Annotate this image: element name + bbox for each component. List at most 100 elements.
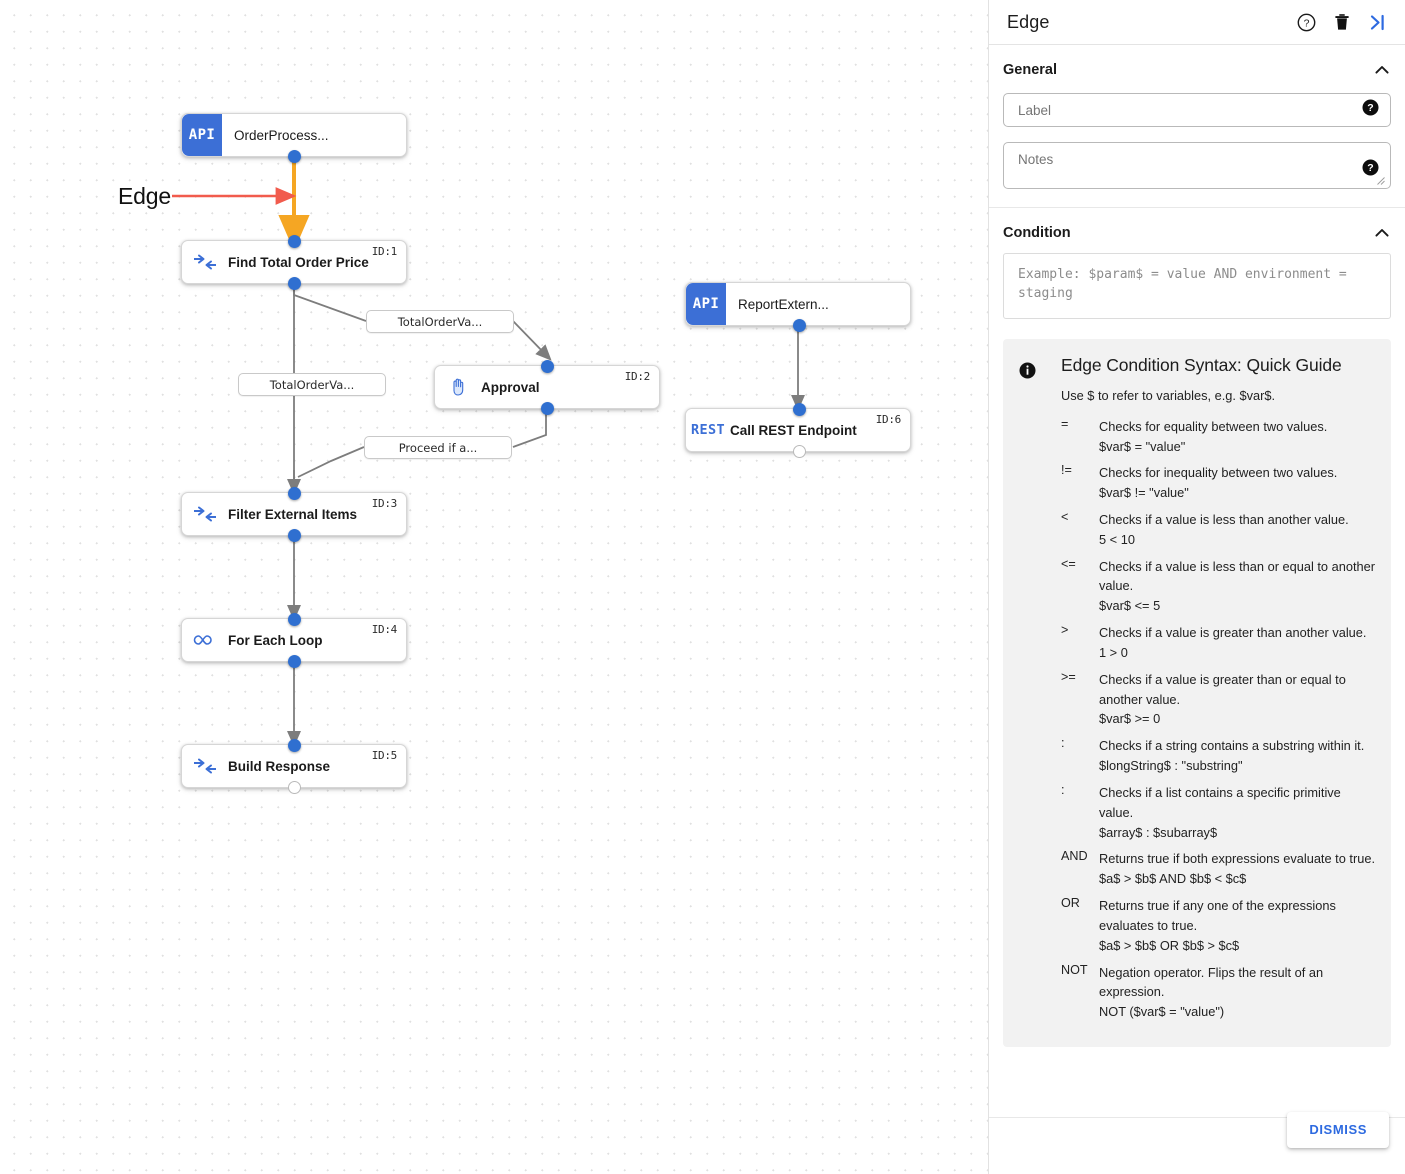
chevron-up-icon[interactable] [1373, 224, 1391, 242]
guide-operator-row: >= Checks if a value is greater than or e… [1061, 670, 1375, 729]
guide-operator-symbol: : [1061, 736, 1065, 751]
section-title: Condition [1003, 225, 1071, 241]
guide-operator-row: : Checks if a list contains a specific pr… [1061, 783, 1375, 842]
guide-operator-symbol: = [1061, 416, 1069, 431]
guide-operator-description: Checks if a value is greater than anothe… [1099, 625, 1367, 641]
label-field[interactable]: Label ? [1003, 93, 1391, 127]
guide-operator-example: $var$ >= 0 [1099, 711, 1161, 727]
node-title: Approval [481, 379, 540, 395]
infinity-icon [182, 633, 228, 647]
guide-operator-example: $a$ > $b$ AND $b$ < $c$ [1099, 871, 1247, 887]
guide-operator-symbol: OR [1061, 896, 1080, 911]
guide-operator-description: Checks for equality between two values. [1099, 418, 1328, 434]
delete-icon[interactable] [1329, 9, 1355, 35]
node-port-out[interactable] [287, 276, 301, 290]
node-port-out[interactable] [287, 780, 301, 794]
guide-operator-example: $longString$ : "substring" [1099, 758, 1243, 774]
guide-operator-example: NOT ($var$ = "value") [1099, 1004, 1225, 1020]
node-title: For Each Loop [228, 632, 323, 648]
label-help-icon[interactable]: ? [1362, 99, 1379, 121]
chevron-up-icon[interactable] [1373, 61, 1391, 79]
section-title: General [1003, 62, 1057, 78]
resize-grip-icon[interactable] [1376, 176, 1386, 186]
guide-operator-row: !=Checks for inequality between two valu… [1061, 463, 1375, 503]
guide-title: Edge Condition Syntax: Quick Guide [1061, 354, 1342, 375]
general-section: General Label ? [989, 45, 1405, 208]
svg-text:?: ? [1367, 162, 1373, 174]
guide-operator-example: 5 < 10 [1099, 531, 1135, 547]
condition-section: Condition Example: $param$ = value AND e… [989, 208, 1405, 1065]
guide-operator-symbol: < [1061, 510, 1069, 524]
node-id: ID:6 [875, 413, 902, 426]
notes-help-icon[interactable]: ? [1362, 159, 1379, 181]
node-port-out[interactable] [287, 149, 301, 163]
general-section-header[interactable]: General [1003, 59, 1391, 79]
node-port-out[interactable] [792, 444, 806, 458]
edge-label[interactable]: Proceed if a... [364, 436, 512, 459]
node-title: Find Total Order Price [228, 254, 369, 270]
node-find-total-order-price[interactable]: Find Total Order Price ID:1 [181, 234, 407, 290]
edge-label[interactable]: TotalOrderVa... [238, 373, 386, 396]
dismiss-button[interactable]: DISMISS [1303, 1121, 1373, 1138]
notes-field[interactable]: Notes ? [1003, 142, 1391, 189]
node-port-in[interactable] [287, 738, 301, 752]
edge-label[interactable]: TotalOrderVa... [366, 310, 514, 333]
svg-text:?: ? [1303, 17, 1309, 29]
node-port-in[interactable] [792, 402, 806, 416]
hand-icon [435, 377, 481, 397]
dismiss-snackbar: DISMISS [1287, 1112, 1389, 1148]
node-port-in[interactable] [287, 234, 301, 248]
node-call-rest-endpoint[interactable]: REST Call REST Endpoint ID:6 [685, 402, 911, 458]
node-for-each-loop[interactable]: For Each Loop ID:4 [181, 612, 407, 668]
guide-operator-description: Checks if a value is greater than or equ… [1099, 671, 1346, 707]
guide-operator-example: $var$ <= 5 [1099, 598, 1161, 614]
guide-subtitle: Use $ to refer to variables, e.g. $var$. [1061, 387, 1276, 403]
node-port-in[interactable] [540, 359, 554, 373]
node-port-out[interactable] [540, 401, 554, 415]
node-port-in[interactable] [287, 612, 301, 626]
workflow-canvas[interactable]: Edge API OrderProcess... Find [0, 0, 988, 1174]
panel-body: General Label ? [989, 45, 1405, 1117]
guide-operator-description: Returns true if both expressions evaluat… [1099, 851, 1375, 867]
guide-operator-symbol: > [1061, 623, 1069, 638]
guide-operator-description: Checks if a list contains a specific pri… [1099, 784, 1341, 820]
guide-operator-description: Checks if a value is less than another v… [1099, 512, 1349, 527]
api-badge-icon: API [686, 283, 726, 325]
node-orderprocess[interactable]: API OrderProcess... [181, 113, 407, 163]
panel-header: Edge ? [989, 0, 1405, 45]
node-approval[interactable]: Approval ID:2 [434, 359, 660, 415]
guide-operator-symbol: >= [1061, 669, 1076, 684]
guide-operator-example: $var$ = "value" [1099, 438, 1186, 454]
collapse-panel-icon[interactable] [1365, 9, 1391, 35]
node-port-out[interactable] [792, 318, 806, 332]
help-icon[interactable]: ? [1293, 9, 1319, 35]
node-port-out[interactable] [287, 528, 301, 542]
node-filter-external-items[interactable]: Filter External Items ID:3 [181, 486, 407, 542]
page-title: Edge [1007, 11, 1050, 32]
guide-operator-row: = Checks for equality between two values.… [1061, 417, 1375, 457]
guide-operator-symbol: : [1061, 782, 1065, 797]
guide-operator-example: $var$ != "value" [1099, 485, 1189, 501]
guide-operator-row: < Checks if a value is less than another … [1061, 510, 1375, 550]
node-reportextern[interactable]: API ReportExtern... [685, 282, 911, 332]
node-build-response[interactable]: Build Response ID:5 [181, 738, 407, 794]
merge-arrows-icon [182, 254, 228, 270]
guide-operator-description: Checks for inequality between two values… [1099, 465, 1338, 481]
api-badge-icon: API [182, 114, 222, 156]
notes-field-placeholder: Notes [1018, 152, 1054, 167]
node-title: Call REST Endpoint [730, 422, 857, 438]
node-port-out[interactable] [287, 654, 301, 668]
node-title: Build Response [228, 758, 331, 774]
guide-operator-description: Checks if a string contains a substring … [1099, 738, 1365, 754]
guide-operator-symbol: <= [1061, 556, 1076, 571]
node-title: ReportExtern... [738, 296, 829, 312]
guide-operator-list: = Checks for equality between two values.… [1061, 417, 1375, 1022]
rest-badge-icon: REST [686, 409, 730, 451]
condition-textarea[interactable]: Example: $param$ = value AND environment… [1003, 253, 1391, 319]
guide-operator-row: > Checks if a value is greater than anoth… [1061, 623, 1375, 663]
condition-section-header[interactable]: Condition [1003, 222, 1391, 242]
node-port-in[interactable] [287, 486, 301, 500]
node-id: ID:5 [371, 749, 398, 762]
